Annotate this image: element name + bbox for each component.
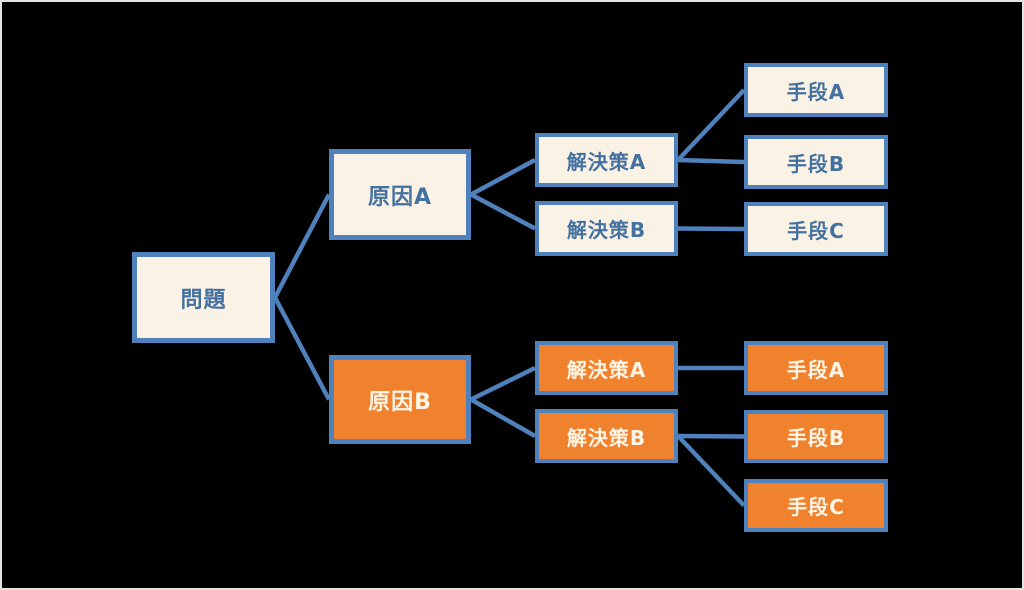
node-means-c-top: 手段C [744,202,888,256]
connector-line [677,433,745,439]
node-solution-a-bottom: 解決策A [535,341,678,395]
node-means-b-bottom: 手段B [744,410,888,463]
node-solution-b-top: 解決策B [535,201,678,256]
node-means-a-top: 手段A [744,63,888,117]
node-cause-a-label: 原因A [367,184,433,210]
node-solution-a-top: 解決策A [535,133,678,187]
connector-line [676,434,746,508]
connector-line [676,88,746,162]
node-means-b-top: 手段B [744,135,888,189]
connector-line [469,192,537,231]
node-solution-a-bottom-label: 解決策A [566,357,647,382]
node-cause-b: 原因B [329,355,471,444]
node-solution-b-top-label: 解決策B [566,218,647,242]
node-means-b-bottom-label: 手段B [786,426,846,450]
node-means-c-bottom: 手段C [744,479,888,532]
node-means-a-bottom-label: 手段A [786,357,846,382]
connector-line [273,193,331,299]
connector-line [469,158,537,197]
node-solution-b-bottom: 解決策B [535,409,678,463]
node-means-a-top-label: 手段A [786,79,846,104]
node-solution-a-top-label: 解決策A [566,149,647,174]
connector-line [677,157,745,165]
node-cause-a: 原因A [329,149,471,240]
node-means-a-bottom: 手段A [744,341,888,395]
node-means-b-top-label: 手段B [786,151,846,176]
node-cause-b-label: 原因B [368,389,432,415]
connector-line [677,226,745,232]
node-means-c-bottom-label: 手段C [787,495,845,519]
connector-line [470,365,536,402]
node-problem: 問題 [132,252,275,343]
node-means-c-top-label: 手段C [787,218,845,243]
node-solution-b-bottom-label: 解決策B [566,425,647,450]
connector-line [469,397,537,438]
connector-line [273,296,331,401]
node-problem-label: 問題 [180,287,227,313]
